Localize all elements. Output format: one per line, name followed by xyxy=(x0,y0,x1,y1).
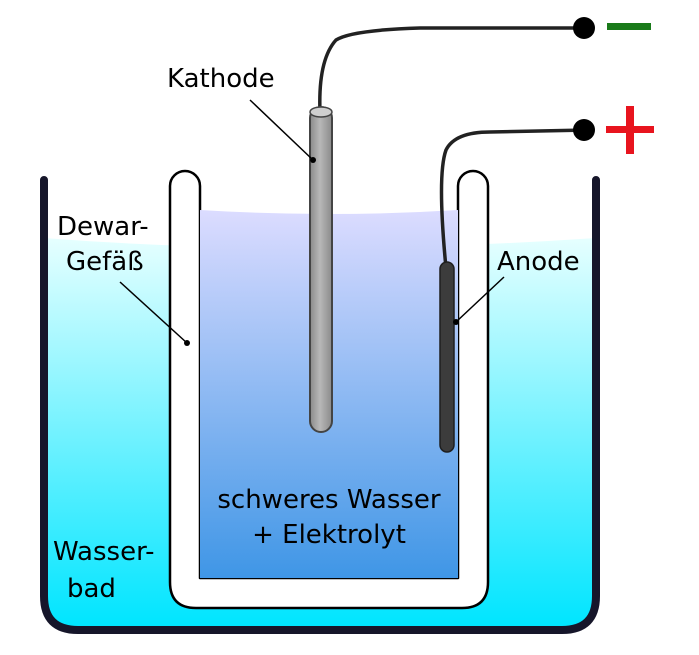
minus-sign-icon xyxy=(607,23,651,30)
anode-leader-line xyxy=(455,276,505,323)
kathode-leader-dot xyxy=(310,157,316,163)
dewar-vessel xyxy=(168,169,490,610)
cathode-rod-top xyxy=(309,106,333,118)
anode-leader-dot xyxy=(453,319,459,325)
anode-wire xyxy=(439,128,590,270)
water-bath-label-line2: bad xyxy=(67,574,116,604)
dewar-label-line1: Dewar- xyxy=(57,212,149,242)
kathode-label: Kathode xyxy=(167,64,275,94)
dewar-leader-line xyxy=(119,281,188,344)
kathode-leader-line xyxy=(249,99,314,161)
water-bath-container xyxy=(40,176,600,634)
heavy-water-label-line1: schweres Wasser xyxy=(217,485,441,515)
cathode-wire xyxy=(318,26,590,114)
plus-sign-icon xyxy=(606,106,654,154)
water-bath-label-line1: Wasser- xyxy=(53,537,154,567)
negative-terminal xyxy=(573,17,595,39)
dewar-leader-dot xyxy=(184,340,190,346)
positive-terminal xyxy=(573,119,595,141)
anode-rod xyxy=(439,261,455,453)
cathode-rod xyxy=(309,106,333,433)
heavy-water-label-line2: + Elektrolyt xyxy=(252,520,406,550)
dewar-label-line2: Gefäß xyxy=(66,247,144,277)
anode-label: Anode xyxy=(497,247,580,277)
